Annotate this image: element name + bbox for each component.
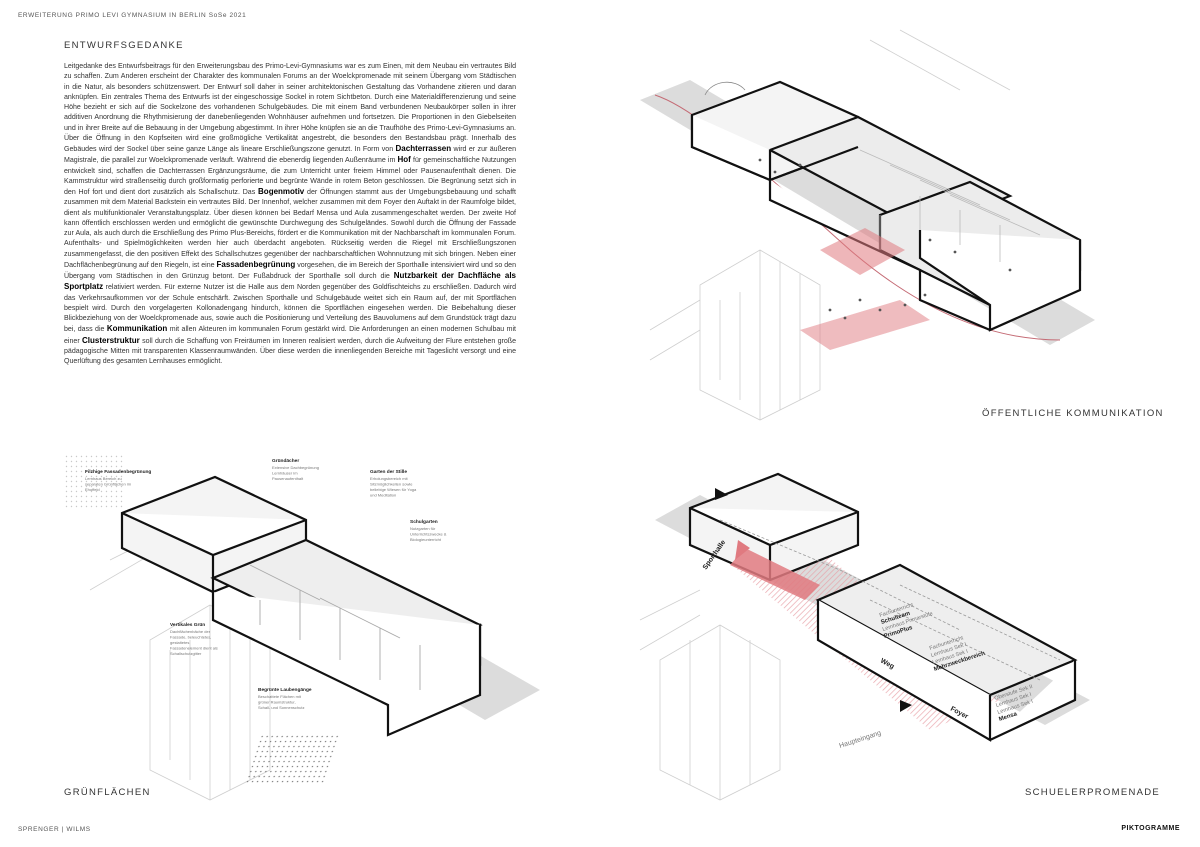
body-text-keyword: Kommunikation	[106, 324, 168, 334]
header-title: ERWEITERUNG PRIMO LEVI GYMNASIUM IN BERL…	[18, 12, 247, 19]
label-haupteingang: Haupteingang	[838, 730, 882, 750]
annotation-title: Begrünte Laubengänge	[258, 687, 312, 693]
body-text-keyword: Nutzbarkeit der Dachfläche als Sportplat…	[64, 271, 517, 292]
people-dots	[758, 158, 1012, 320]
annotation-subtitle: Schallschutzgitter	[170, 651, 202, 656]
body-text-run: soll durch die Schaffung von Freiräumen …	[64, 337, 516, 366]
annotation-subtitle: Biologieunterricht	[410, 537, 442, 542]
context-buildings	[649, 29, 1011, 421]
label-oeffentliche-kommunikation: ÖFFENTLICHE KOMMUNIKATION	[982, 408, 1164, 419]
annotation-title: Vertikales Grün	[170, 622, 205, 628]
body-text-run: vorgesehen, die im Bereich der Sporthall…	[64, 261, 516, 280]
footer-section: PIKTOGRAMME	[1121, 825, 1180, 832]
hatch-top	[65, 455, 125, 510]
annotation-subtitle: Schall- und Sonnenschutz	[258, 705, 304, 710]
annotation-title: Gründächer	[272, 458, 299, 464]
body-text-keyword: Hof	[397, 155, 411, 165]
roof-lines	[859, 149, 1041, 262]
body-text-keyword: Clusterstruktur	[82, 335, 140, 345]
body-text-keyword: Fassadenbegrünung	[216, 259, 296, 269]
body-text-keyword: Bogenmotiv	[258, 187, 305, 196]
body-text-keyword: Dachterrassen	[395, 144, 452, 153]
annotation-subtitle: Pausenaufenthalt	[272, 476, 304, 481]
annotation-title: Schulgarten	[410, 519, 438, 525]
annotation-subtitle: Fassade, beleuchtetes,	[170, 635, 211, 640]
red-arrow	[730, 548, 820, 600]
annotation-subtitle: Erholungsbereich mit	[370, 476, 408, 481]
context-buildings-br	[639, 589, 781, 801]
annotation-subtitle: Ehoffeld	[85, 487, 100, 492]
body-text-run: für gemeinschaftliche Nutzungen entwicke…	[64, 157, 516, 196]
body-text-run: der Öffnungen stammt aus der Umgebungsbe…	[64, 189, 516, 269]
footer-authors: SPRENGER | WILMS	[18, 826, 91, 833]
annotation-title: Garten der Stille	[370, 469, 407, 475]
annotation-subtitle: und Meditation	[370, 493, 396, 498]
annotation-subtitle: Sitzmöglichkeiten sowie	[370, 482, 413, 487]
body-text-run: relativiert werden. Für externe Nutzer i…	[64, 284, 516, 334]
annotation-subtitle: separaten Grünflächen im	[85, 482, 132, 487]
roof-lines-bl	[249, 564, 421, 690]
label-schuelerpromenade: SCHUELERPROMENADE	[1025, 787, 1161, 798]
building-top-right	[690, 80, 1082, 332]
annotation-subtitle: Dachflächenbäche der	[170, 629, 211, 634]
annotation-subtitle: Nutzgarten für	[410, 526, 436, 531]
annotation-subtitle: Extensive Dachbegrünung	[272, 465, 319, 470]
annotation-subtitle: gestaltetes	[170, 640, 189, 645]
annotation-subtitle: Lernhäuser im	[272, 471, 298, 476]
annotation-subtitle: grüner Raumstruktur,	[258, 700, 296, 705]
annotation-subtitle: Fassadenelement dient als	[170, 646, 218, 651]
north-arrow-bottom	[900, 700, 912, 712]
annotation-subtitle: beliebige Wiesen für Yoga	[370, 487, 417, 492]
cluster-tag-line: Mensa	[998, 711, 1018, 723]
red-zone-1	[820, 228, 905, 275]
annotation-subtitle: Beschattete Flächen mit	[258, 694, 302, 699]
gravel-pattern	[242, 735, 340, 785]
building-bottom-right	[688, 472, 1078, 742]
diagram-oeffentliche-kommunikation	[640, 29, 1095, 421]
annotation-title: Filzhige Fassadenbegrünung	[85, 469, 151, 475]
annotation-subtitle: Unterrichtszwecke &	[410, 532, 447, 537]
cluster-lines	[719, 519, 1061, 681]
body-text: Leitgedanke des Entwurfsbeitrags für den…	[64, 62, 516, 367]
north-arrow-top	[715, 488, 728, 500]
body-text-run: mit allen Akteuren im kommunalen Forum g…	[64, 326, 516, 345]
body-text-run: wird er zur äußeren Magistrale, die para…	[64, 146, 516, 165]
text-section-title: ENTWURFSGEDANKE	[64, 40, 184, 51]
building-bottom-left	[120, 475, 483, 737]
annotation-subtitle: Lernhaus Bereich zu	[85, 476, 122, 481]
red-zone-2	[800, 300, 930, 350]
red-arrow-head	[735, 540, 750, 560]
body-text-run: Leitgedanke des Entwurfsbeitrags für den…	[64, 63, 516, 153]
label-gruenflaechen: GRÜNFLÄCHEN	[64, 787, 151, 798]
